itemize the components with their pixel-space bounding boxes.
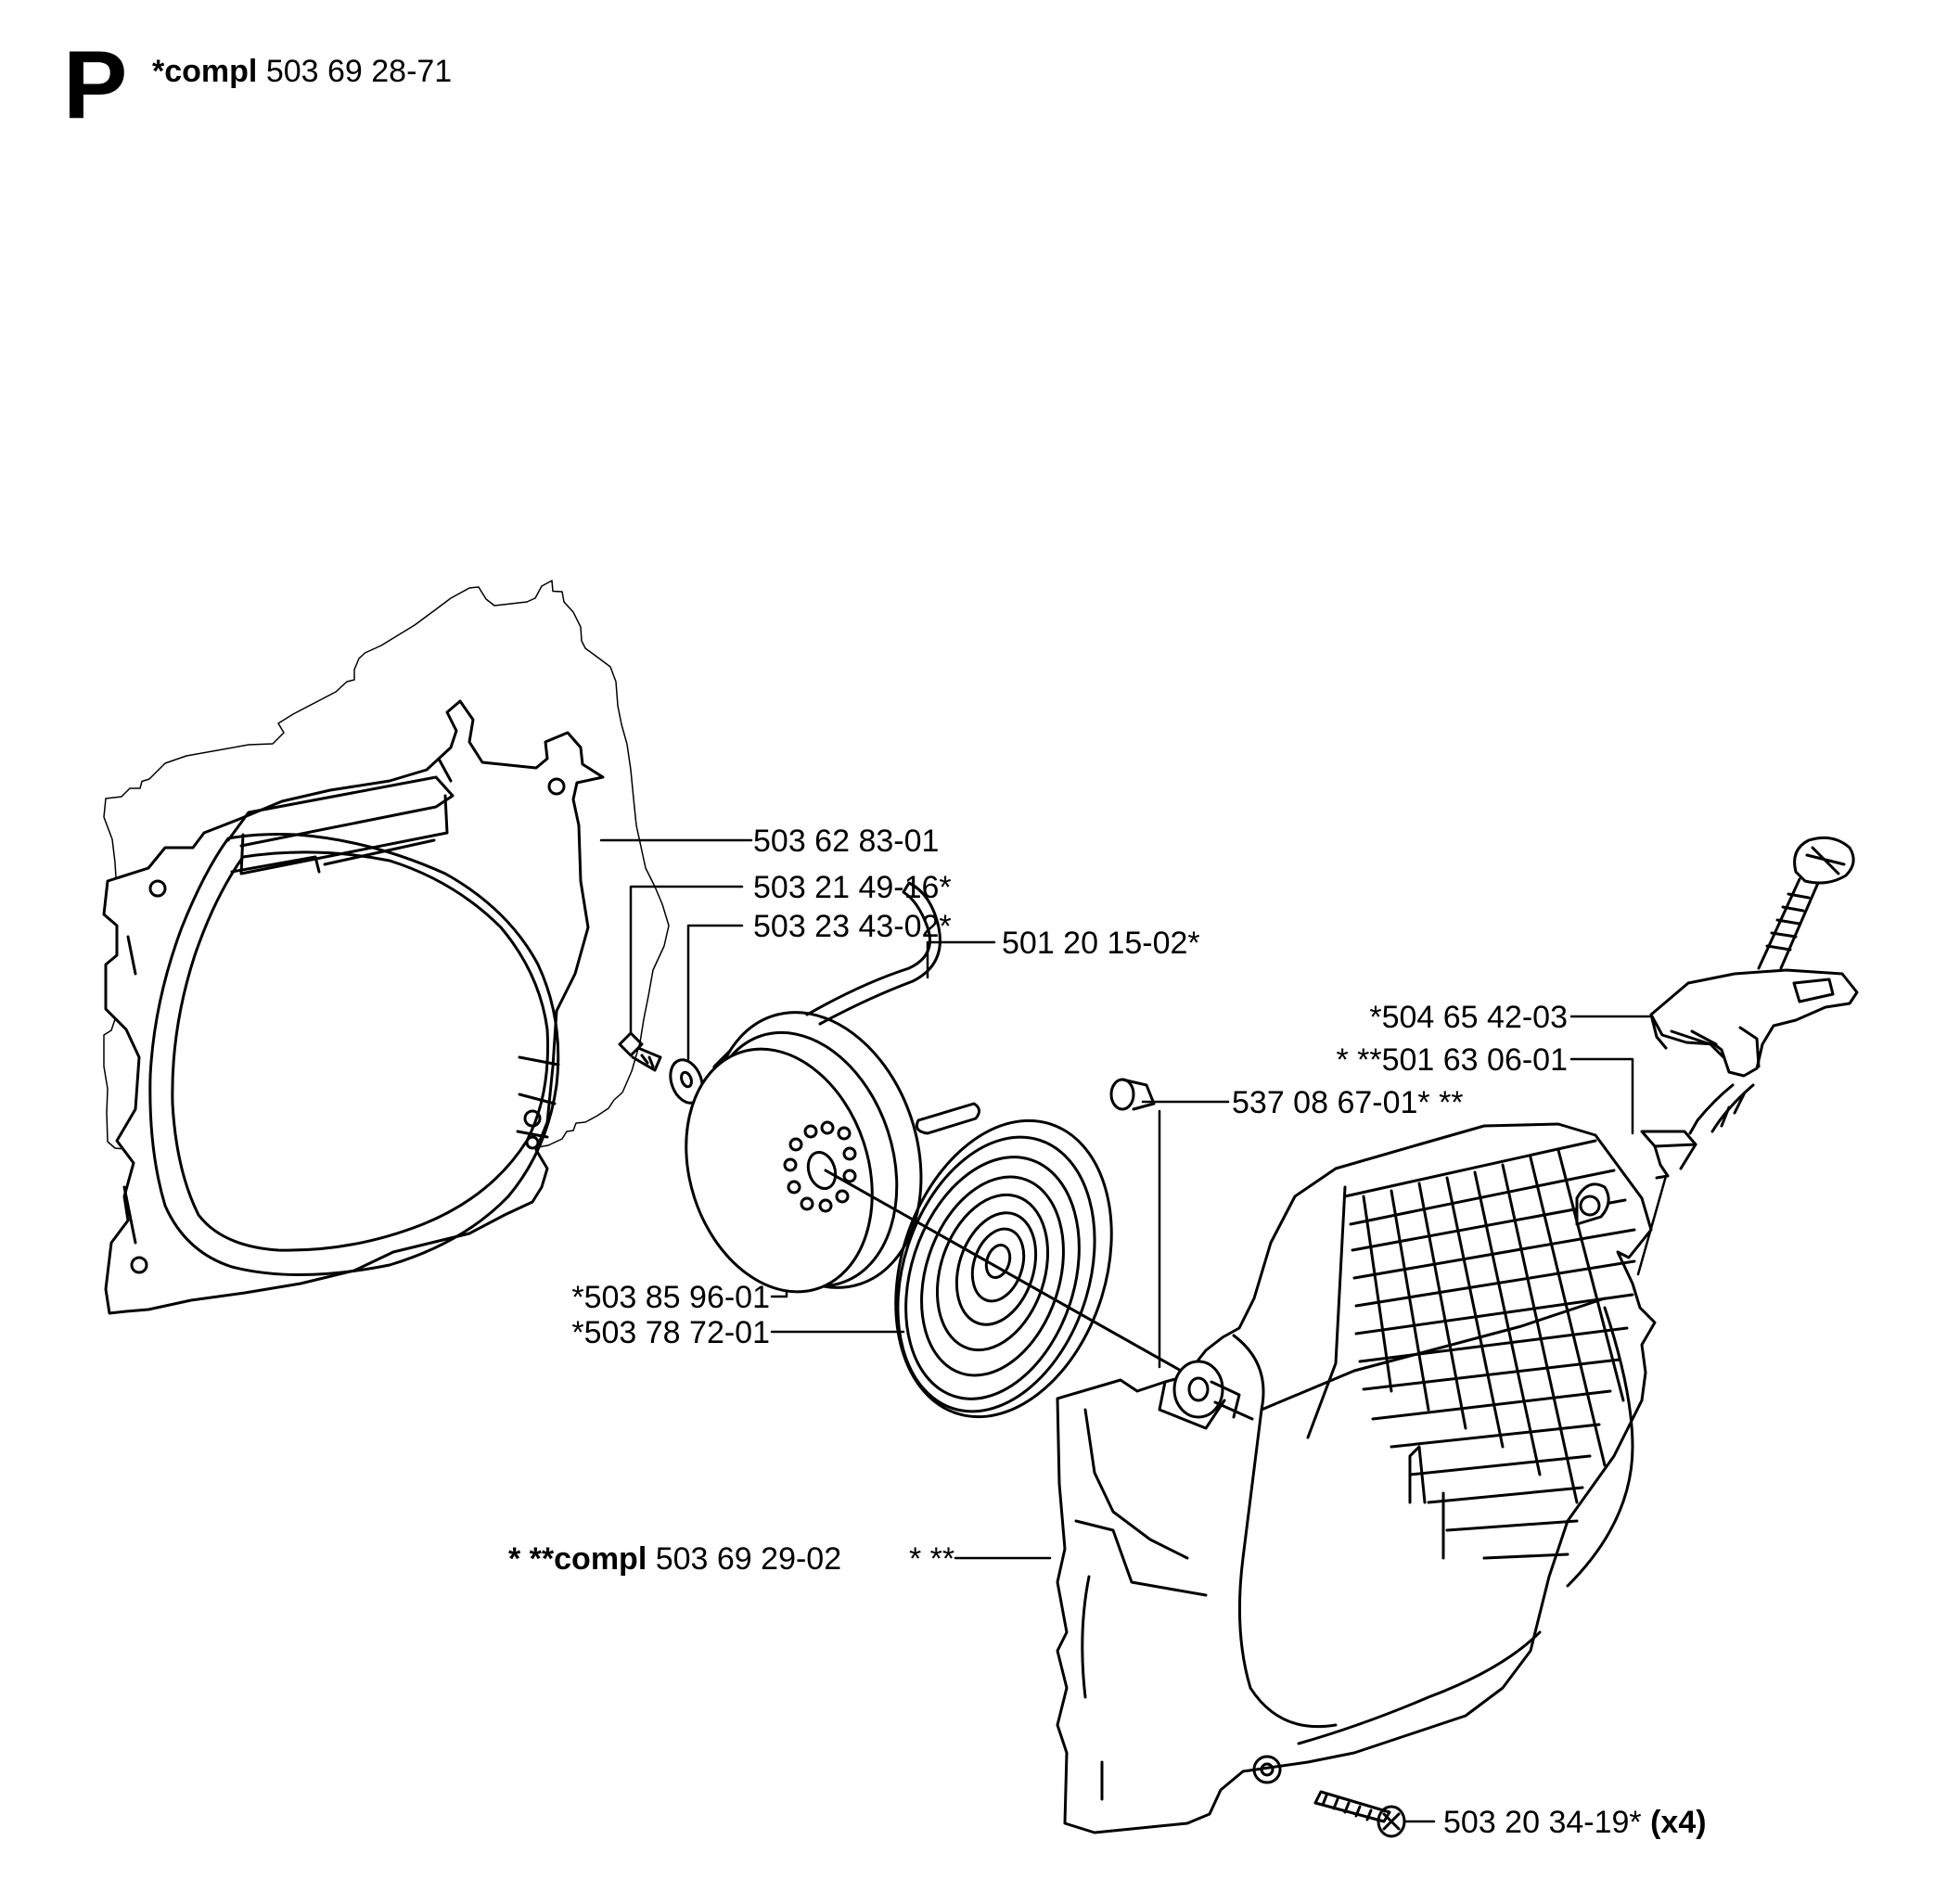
label-screw-small: 503 21 49-16* [753, 870, 952, 905]
section-letter: P [63, 32, 128, 139]
label-handle: *504 65 42-03 [1369, 1000, 1568, 1035]
cover-grille [1343, 1139, 1636, 1560]
assembly-axis [824, 1169, 1236, 1402]
leader-screw-small [629, 885, 744, 1035]
cover-screw-number: 503 20 34-19* [1443, 1805, 1642, 1840]
label-starter-cover: * **compl 503 69 29-02 [508, 1543, 841, 1575]
label-recoil-spring: *503 78 72-01 [571, 1315, 770, 1350]
label-rope-guide: * **501 63 06-01 [1336, 1042, 1568, 1078]
label-fan-housing: 503 62 83-01 [753, 824, 940, 859]
leader-washer [686, 924, 744, 1061]
label-rope-pulley: *503 85 96-01 [571, 1280, 770, 1315]
assembly-number: 503 69 28-71 [265, 54, 453, 89]
fan-housing [102, 580, 670, 1315]
label-bushing: 537 08 67-01* ** [1232, 1085, 1464, 1120]
rope-guide [1640, 1130, 1697, 1180]
cover-screw [1313, 1790, 1406, 1838]
bushing [1109, 1078, 1156, 1111]
starter-handle [1649, 836, 1859, 1135]
label-starter-cover-marks: * ** [909, 1541, 955, 1577]
assembly-title: *compl 503 69 28-71 [152, 56, 452, 87]
starter-cover [1056, 1122, 1657, 1834]
label-cover-screw: 503 20 34-19* (x4) [1443, 1807, 1707, 1838]
leader-lines [599, 838, 1668, 1823]
pulley-holes [783, 1120, 857, 1213]
rope-pulley [685, 881, 941, 1294]
label-starter-rope: 501 20 15-02* [1002, 926, 1200, 961]
leader-rope-guide [1569, 1057, 1634, 1135]
leader-rope [926, 940, 996, 979]
small-screw [618, 1031, 662, 1072]
cover-number: 503 69 29-02 [655, 1541, 842, 1577]
assembly-prefix: *compl [152, 54, 258, 89]
label-washer: 503 23 43-02* [753, 909, 952, 944]
leader-pulley [770, 1291, 788, 1298]
recoil-spring [894, 1102, 1113, 1419]
cover-screw-qty: (x4) [1650, 1805, 1707, 1840]
leader-rope-guide-2 [1636, 1174, 1668, 1276]
cover-prefix: * **compl [508, 1541, 647, 1577]
